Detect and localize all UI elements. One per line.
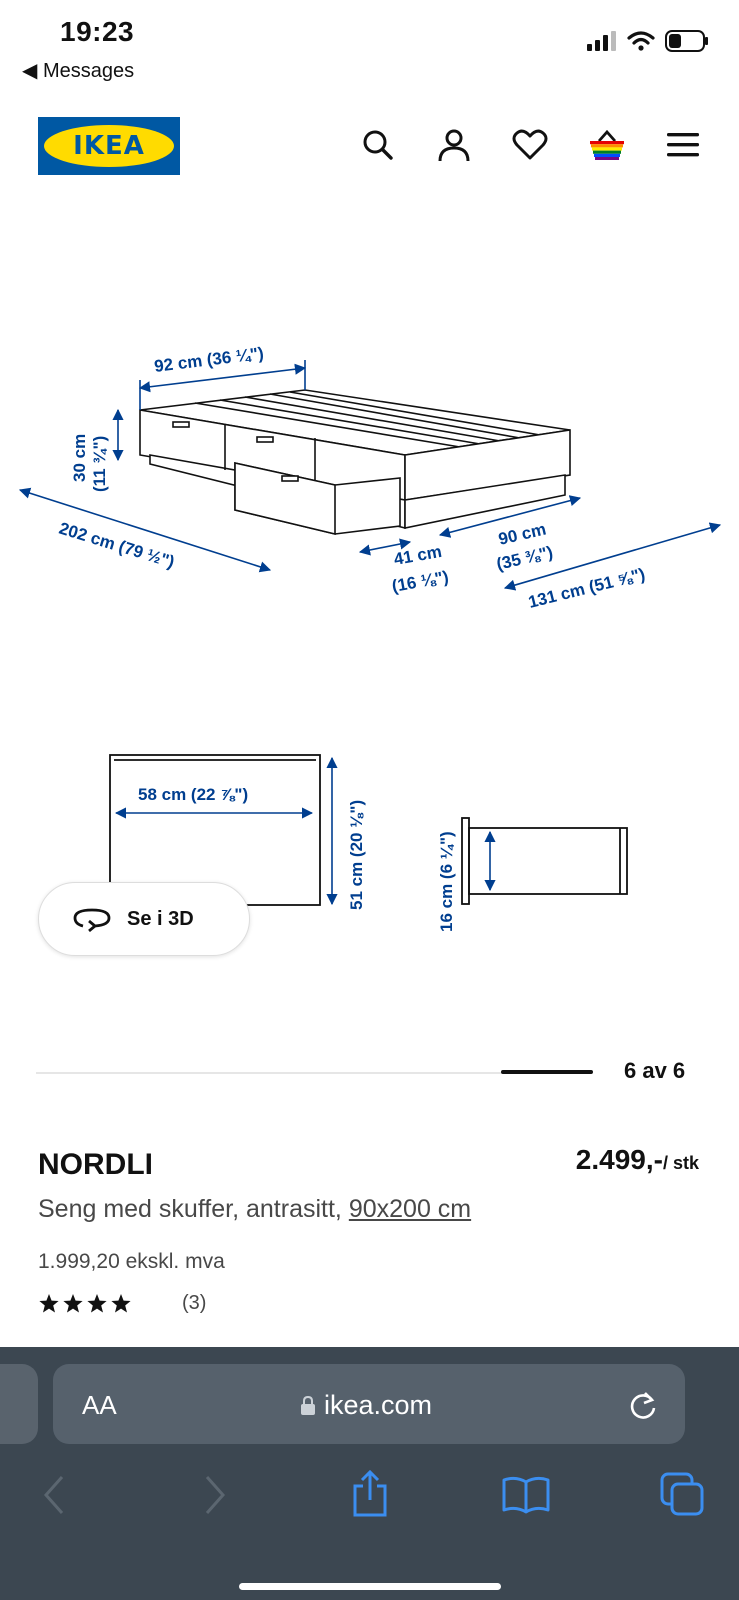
size-link[interactable]: 90x200 cm — [348, 1195, 472, 1223]
address-bar[interactable] — [53, 1364, 685, 1444]
back-arrow-icon[interactable] — [42, 1475, 66, 1515]
price-ex-vat: 1.999,20 ekskl. mva — [38, 1250, 225, 1273]
url-text: ikea.com — [324, 1390, 433, 1420]
price-unit: / stk — [662, 1153, 699, 1173]
bookmarks-icon[interactable] — [502, 1476, 550, 1514]
battery-icon — [665, 30, 708, 52]
star-rating-icon — [39, 1293, 145, 1312]
dim-drawer-ext-in: (16 ⅛") — [390, 567, 450, 596]
rating-count: (3) — [182, 1292, 207, 1314]
product-description: Seng med skuffer, antrasitt, 90x200 cm — [38, 1195, 471, 1224]
dim-total-width: 131 cm (51 ⅝") — [526, 565, 647, 612]
user-icon[interactable] — [435, 126, 473, 164]
dim-length: 202 cm (79 ½") — [57, 519, 177, 572]
status-time: 19:23 — [60, 16, 135, 47]
share-icon[interactable] — [350, 1470, 390, 1518]
wifi-icon — [627, 31, 655, 51]
dim-drawer-ext: 41 cm — [392, 542, 443, 569]
gallery-counter: 6 av 6 — [624, 1058, 686, 1083]
menu-icon[interactable] — [664, 126, 702, 164]
home-indicator — [239, 1583, 501, 1590]
gallery-progress-thumb — [501, 1070, 593, 1074]
rating[interactable]: (3) — [38, 1292, 206, 1315]
description-text: Seng med skuffer, antrasitt, — [38, 1195, 349, 1223]
dim-drawer-width: 58 cm (22 ⅞") — [138, 785, 248, 804]
gallery-progress-track — [36, 1072, 591, 1074]
dim-width-top: 92 cm (36 ¼") — [153, 344, 265, 376]
drawer-dimension-drawing: 58 cm (22 ⅞") 51 cm (20 ⅛") 16 cm (6 ¼") — [109, 754, 628, 932]
ikea-logo[interactable]: IKEA — [38, 117, 180, 175]
heart-icon[interactable] — [511, 126, 549, 164]
view-3d-label: Se i 3D — [127, 907, 194, 930]
dim-height-in: (11 ¾") — [90, 436, 109, 492]
search-icon[interactable] — [359, 126, 397, 164]
logo-text: IKEA — [73, 131, 145, 161]
dim-drawer-depth: 51 cm (20 ⅛") — [347, 800, 366, 910]
bed-dimension-drawing: 92 cm (36 ¼") 30 cm (11 ¾") 202 cm (79 ½… — [18, 344, 722, 612]
signal-icon — [587, 31, 616, 51]
previous-tab-preview[interactable] — [0, 1364, 38, 1444]
product-price: 2.499,-/ stk — [576, 1144, 699, 1176]
product-name: NORDLI — [38, 1148, 153, 1181]
logo-oval — [44, 125, 174, 167]
url-display[interactable]: ikea.com — [300, 1390, 432, 1421]
dim-height: 30 cm — [70, 434, 89, 482]
dim-drawer-height: 16 cm (6 ¼") — [437, 831, 456, 932]
price-value: 2.499,- — [575, 1144, 663, 1175]
rotate-3d-icon — [73, 908, 111, 932]
status-icons — [587, 30, 709, 52]
view-3d-button[interactable]: Se i 3D — [38, 882, 250, 956]
basket-icon[interactable] — [588, 126, 626, 164]
reader-aa-button[interactable]: AA — [82, 1390, 117, 1420]
lock-icon — [301, 1395, 315, 1415]
forward-arrow-icon[interactable] — [203, 1475, 227, 1515]
back-to-messages[interactable]: ◀ Messages — [22, 60, 135, 82]
tabs-icon[interactable] — [660, 1472, 706, 1516]
reload-icon[interactable] — [628, 1390, 658, 1422]
